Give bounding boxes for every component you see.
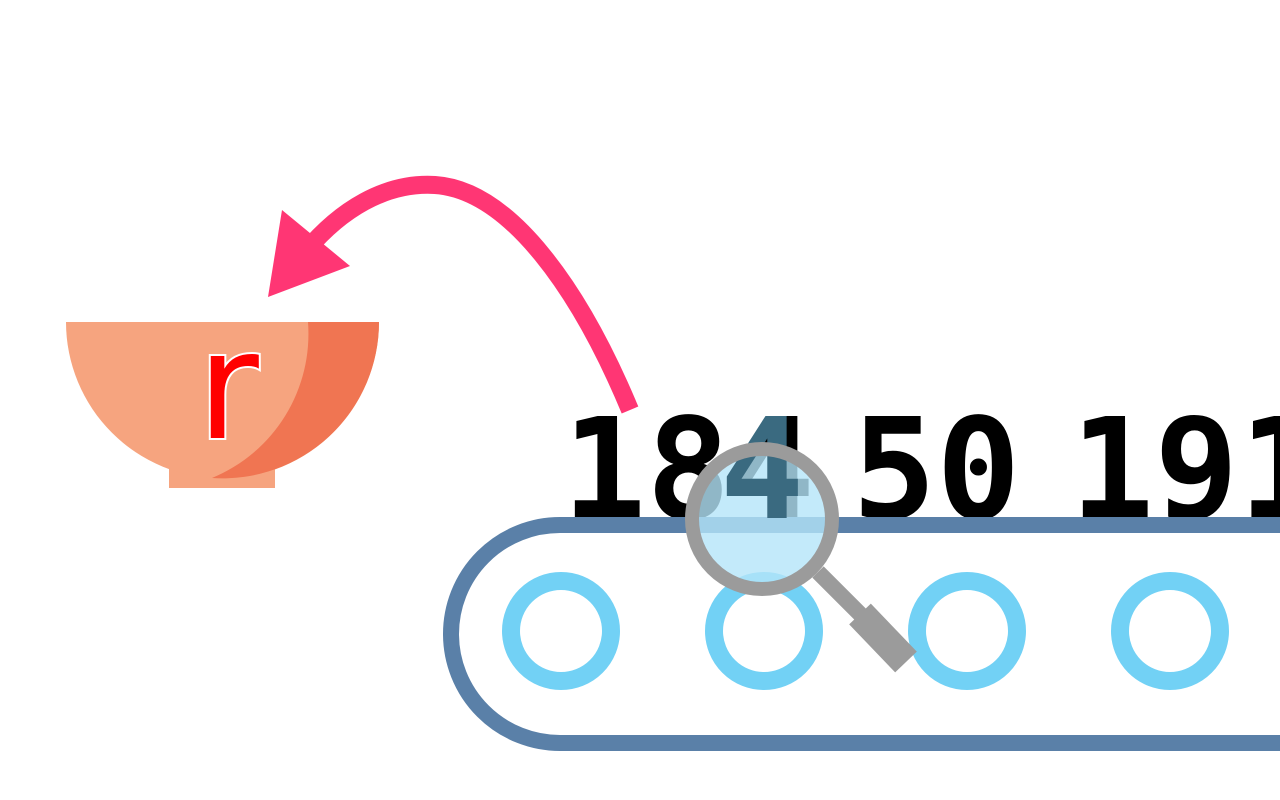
belt-roller bbox=[502, 572, 620, 690]
bowl-letter: r bbox=[197, 300, 259, 474]
magnifier-lens bbox=[692, 449, 832, 589]
belt-outline bbox=[443, 517, 1280, 751]
magnifier-icon[interactable]: 4 bbox=[685, 389, 917, 673]
magnifier-rim bbox=[685, 442, 839, 596]
bowl-shade bbox=[212, 322, 379, 479]
magnifier-handle bbox=[849, 603, 917, 673]
belt-roller bbox=[1111, 572, 1229, 690]
magnified-character: 4 bbox=[720, 389, 804, 552]
arrow-head bbox=[268, 210, 350, 297]
magnifier-neck bbox=[812, 566, 868, 622]
belt-roller bbox=[908, 572, 1026, 690]
transfer-arrow bbox=[268, 175, 639, 414]
conveyor-belt bbox=[443, 517, 1280, 751]
belt-roller bbox=[705, 572, 823, 690]
arrow-shaft bbox=[298, 175, 639, 414]
bowl[interactable]: r bbox=[66, 298, 379, 488]
